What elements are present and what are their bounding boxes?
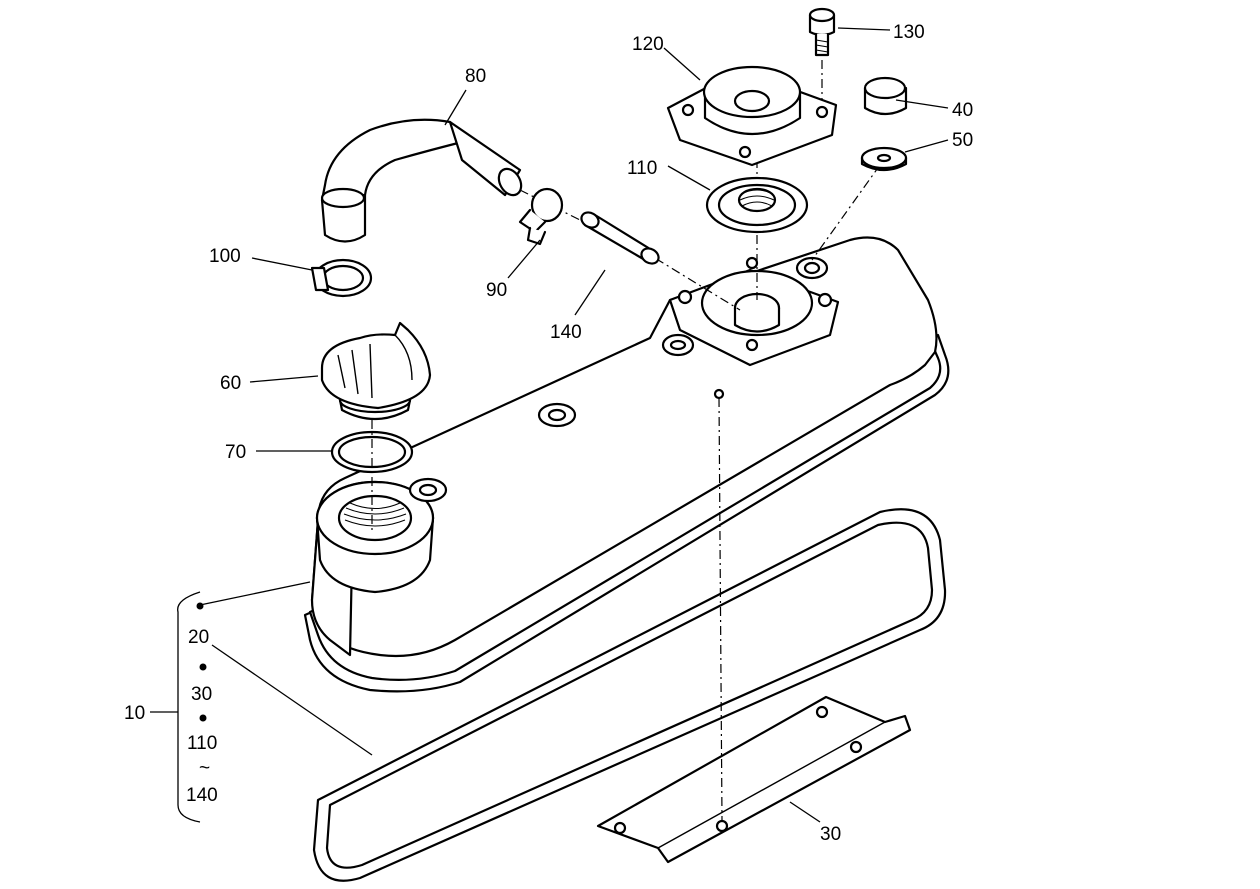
oil-filler-cap [320, 321, 432, 420]
diaphragm [705, 176, 809, 234]
callout-60: 60 [220, 373, 241, 394]
group-bullet-3 [199, 714, 207, 722]
callout-70: 70 [225, 442, 246, 463]
group-range-symbol: ~ [199, 758, 210, 779]
callout-130: 130 [893, 22, 925, 43]
centerline-plate [718, 397, 723, 821]
group-item-20: 20 [188, 627, 209, 648]
group-item-30: 30 [191, 684, 212, 705]
washer [860, 146, 908, 172]
callout-50: 50 [952, 130, 973, 151]
breather-hose [320, 118, 523, 243]
deflector-plate [596, 695, 912, 864]
hose-clamp-lower [310, 258, 373, 298]
group-bullet-1 [196, 602, 204, 610]
valve-cover-body [303, 236, 950, 693]
plug [863, 76, 908, 116]
cover-gasket [312, 508, 947, 882]
breather-cover [666, 65, 838, 167]
callout-30: 30 [820, 824, 841, 845]
callout-40: 40 [952, 100, 973, 121]
callout-120: 120 [632, 34, 664, 55]
group-item-110: 110 [187, 733, 217, 754]
bolt [808, 7, 836, 57]
leader-lines [150, 27, 949, 823]
connector-tube [580, 211, 660, 265]
callout-90: 90 [486, 280, 507, 301]
group-item-140: 140 [186, 785, 218, 806]
callout-140: 140 [550, 322, 582, 343]
callout-100: 100 [209, 246, 241, 267]
centerline-plug [811, 164, 881, 261]
callout-80: 80 [465, 66, 486, 87]
group-bullet-2 [199, 663, 207, 671]
callout-110: 110 [627, 158, 657, 179]
callout-10: 10 [124, 703, 145, 724]
centerline-hose [519, 189, 741, 311]
hose-clamp-upper [518, 187, 564, 246]
